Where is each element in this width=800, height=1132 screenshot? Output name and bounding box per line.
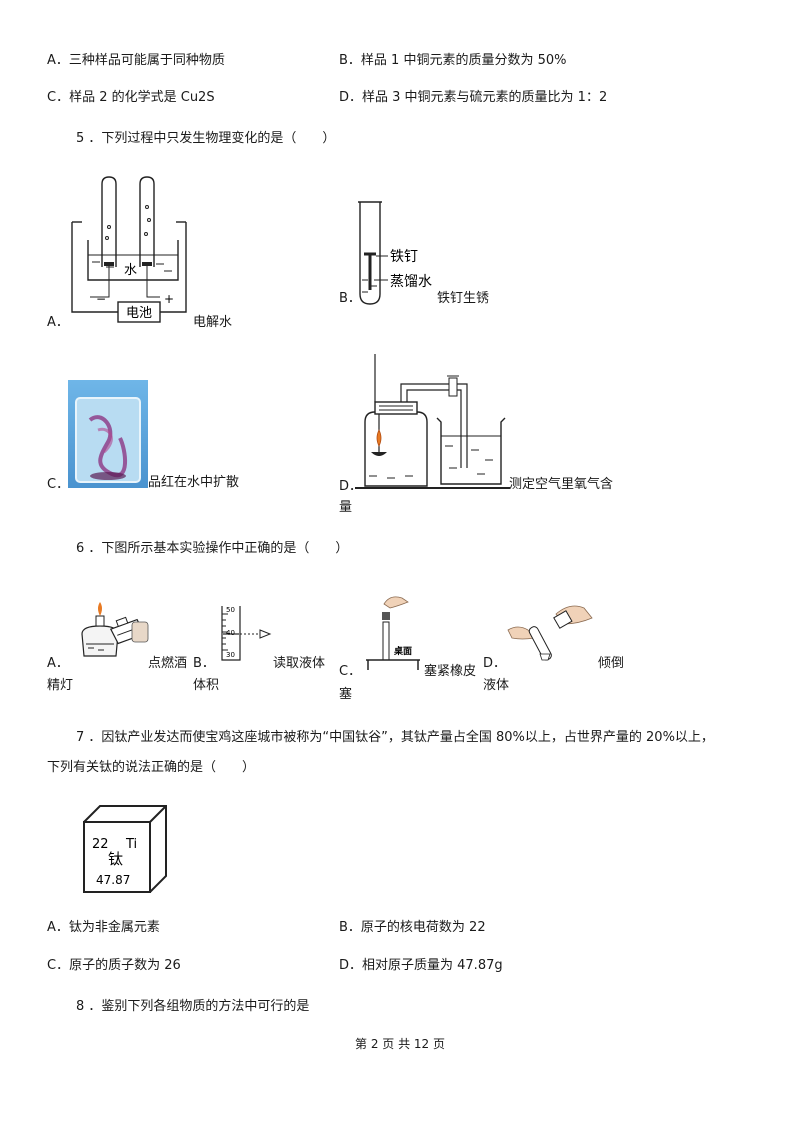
q6-stem: 6 ．下图所示基本实验操作中正确的是（ ） [76,541,349,556]
q5-option-c-letter: C． [47,477,70,492]
q7-option-a: A．钛为非金属元素 [47,920,160,935]
q4-option-b: B．样品 1 中铜元素的质量分数为 50% [339,53,567,68]
cylinder-mark-30: 30 [226,651,235,659]
q7-option-d: D．相对原子质量为 47.87g [339,958,503,973]
q4-option-d: D．样品 3 中铜元素与硫元素的质量比为 1：2 [339,90,608,105]
cylinder-mark-40: 40 [226,629,235,637]
q6-option-d-letter: D． [483,656,507,671]
q6-option-a-caption-line1: 点燃酒 [148,656,188,671]
alcohol-lamp-figure [81,602,149,657]
q7-stem-line1: 7 ．因钛产业发达而使宝鸡这座城市被称为“中国钛谷”，其钛产量占全国 80%以上… [76,730,714,745]
q7-option-b: B．原子的核电荷数为 22 [339,920,486,935]
oxygen-measurement-apparatus [355,354,510,489]
negative-sign: − [96,292,106,306]
q5-option-d-letter: D． [339,479,363,494]
q4-option-a: A．三种样品可能属于同种物质 [47,53,225,68]
atomic-number: 22 [92,837,109,852]
q6-option-c-caption-line2: 塞 [339,687,353,702]
desk-label: 桌面 [394,645,412,657]
q5-option-a-letter: A． [47,315,69,330]
graduated-cylinder-figure: 50 40 30 [221,606,272,661]
q8-stem: 8 ．鉴别下列各组物质的方法中可行的是 [76,999,310,1014]
q4-option-c: C．样品 2 的化学式是 Cu2S [47,90,215,105]
q7-stem-line2: 下列有关钛的说法正确的是（ ） [47,760,256,775]
atomic-mass: 47.87 [96,873,130,887]
page-footer: 第 2 页 共 12 页 [355,1037,445,1051]
rubber-stopper-figure: 桌面 [366,596,420,670]
water-label: 水 [124,263,137,278]
q5-option-d-caption-line1: 测定空气里氧气含 [509,477,614,492]
q5-option-d-caption-line2: 量 [339,500,353,515]
q6-option-a-letter: A． [47,656,69,671]
electrolysis-apparatus-figure: 电池 − + 水 [71,176,187,323]
battery-label: 电池 [126,306,152,321]
q5-option-b-caption: 铁钉生锈 [437,291,490,306]
q7-option-c: C．原子的质子数为 26 [47,958,181,973]
distilled-water-label: 蒸馏水 [390,274,432,290]
element-name: 钛 [108,850,123,868]
q5-option-a-caption: 电解水 [193,315,233,330]
q6-option-b-caption-line2: 体积 [193,678,220,693]
q5-option-c-caption: 品红在水中扩散 [148,475,240,490]
q5-option-b-letter: B． [339,291,361,306]
q6-option-d-caption-line1: 倾倒 [598,656,625,671]
positive-sign: + [164,292,174,306]
q6-option-b-caption-line1: 读取液体 [273,656,326,671]
q5-stem: 5 ．下列过程中只发生物理变化的是（ ） [76,131,336,146]
cylinder-mark-50: 50 [226,606,235,614]
dye-diffusion-photo [68,380,148,488]
pouring-liquid-figure [507,605,593,661]
nail-label: 铁钉 [390,249,418,265]
q6-option-b-letter: B． [193,656,215,671]
q6-option-c-caption-line1: 塞紧橡皮 [424,664,477,679]
q6-option-a-caption-line2: 精灯 [47,678,74,693]
element-symbol: Ti [125,837,137,852]
nail-rusting-figure: 铁钉 蒸馏水 [358,201,432,305]
q6-option-d-caption-line2: 液体 [483,678,510,693]
q6-option-c-letter: C． [339,664,362,679]
titanium-element-card: 22 Ti 钛 47.87 [83,805,167,893]
